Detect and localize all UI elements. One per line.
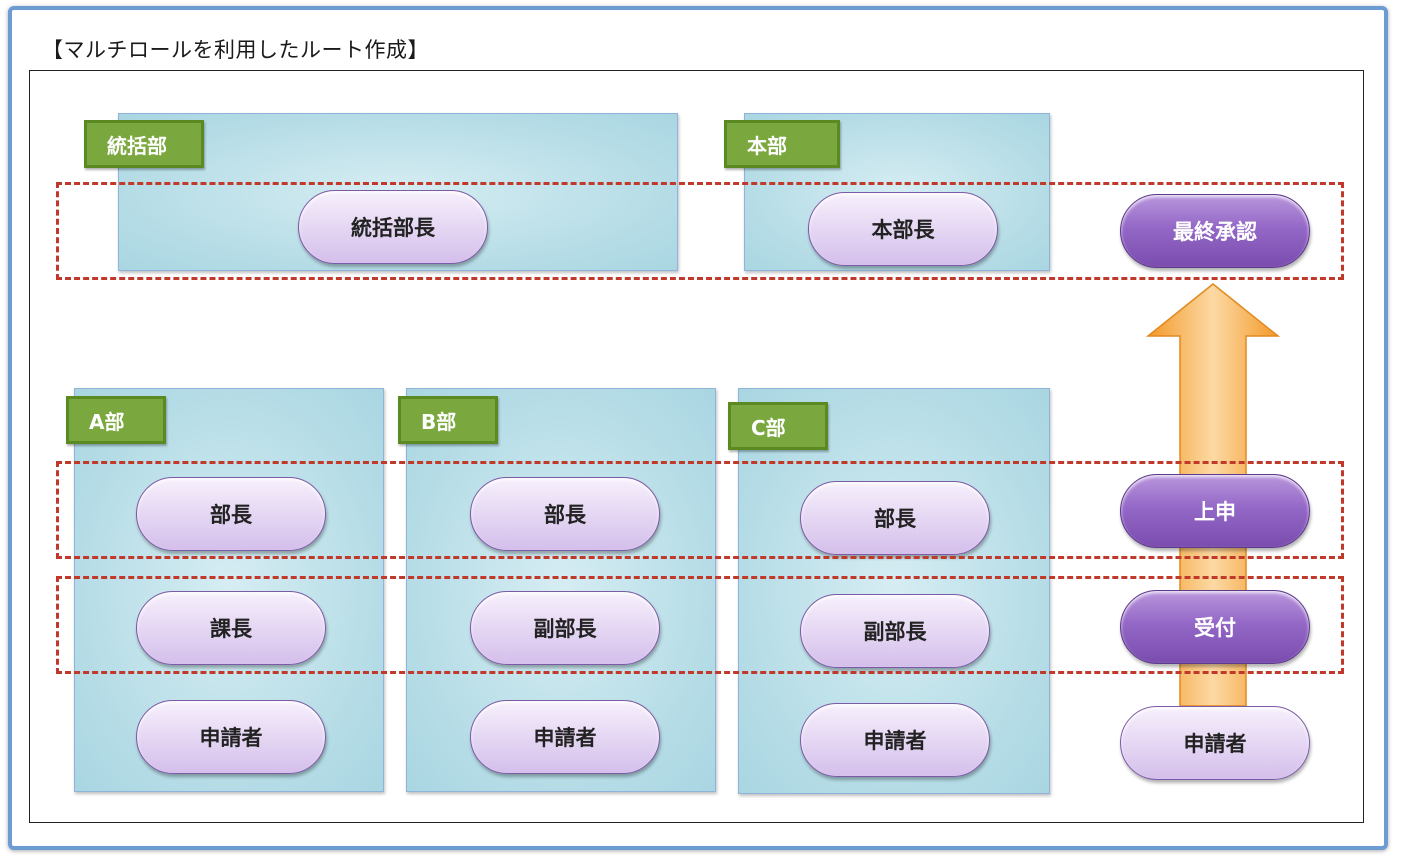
role-c-fukubucho: 副部長	[800, 594, 990, 668]
role-a-kacho: 課長	[136, 591, 326, 665]
role-b-fukubucho: 副部長	[470, 591, 660, 665]
flow-step-final-approval: 最終承認	[1120, 194, 1310, 268]
role-tokatsu-bucho: 統括部長	[298, 190, 488, 264]
dept-tag-b: B部	[398, 396, 498, 444]
role-a-shinseisha: 申請者	[136, 700, 326, 774]
flow-step-applicant: 申請者	[1120, 706, 1310, 780]
diagram-title: 【マルチロールを利用したルート作成】	[42, 38, 429, 62]
dept-tag-honbu: 本部	[724, 120, 840, 168]
dept-tag-tokatsu: 統括部	[84, 120, 204, 168]
role-b-bucho: 部長	[470, 477, 660, 551]
dept-tag-a: A部	[66, 396, 166, 444]
dashed-band-final-approval	[56, 182, 1344, 280]
role-c-bucho: 部長	[800, 481, 990, 555]
dashed-band-joshin	[56, 461, 1344, 559]
dept-tag-c: C部	[728, 402, 828, 450]
role-b-shinseisha: 申請者	[470, 700, 660, 774]
role-c-shinseisha: 申請者	[800, 703, 990, 777]
diagram-canvas	[29, 70, 1364, 823]
role-a-bucho: 部長	[136, 477, 326, 551]
role-honbu-bucho: 本部長	[808, 192, 998, 266]
flow-step-uketsuke: 受付	[1120, 590, 1310, 664]
flow-step-joshin: 上申	[1120, 474, 1310, 548]
dashed-band-uketsuke	[56, 576, 1344, 674]
